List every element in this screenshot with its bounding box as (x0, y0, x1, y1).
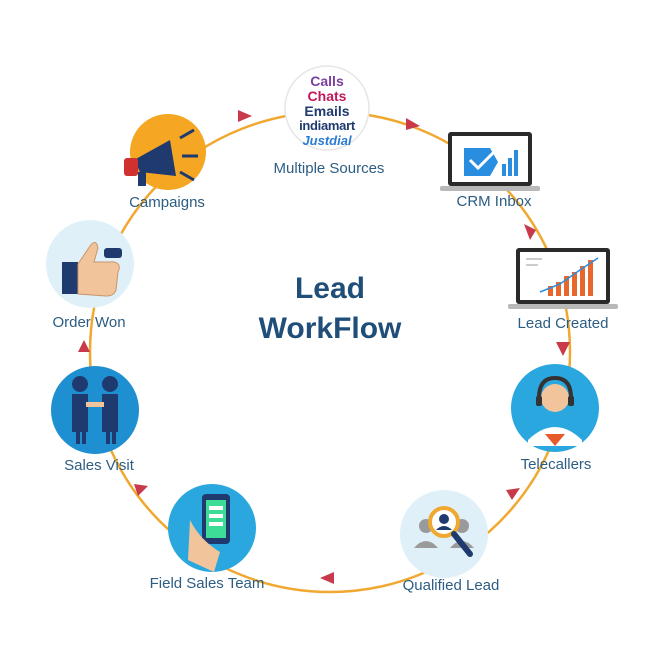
label-sales-visit: Sales Visit (64, 457, 134, 474)
inbox-laptop-icon (440, 132, 540, 191)
source-justdial: Justdial (302, 133, 352, 148)
diagram-title-line1: Lead (294, 272, 366, 305)
label-qualified-lead: Qualified Lead (402, 577, 500, 594)
handshake-icon (51, 366, 139, 454)
arrow-sources-to-crm (406, 118, 420, 130)
label-multiple-sources: Multiple Sources (273, 160, 385, 177)
label-telecallers: Telecallers (520, 456, 592, 473)
diagram-title-line2: WorkFlow (258, 312, 402, 345)
headset-agent-icon (511, 364, 599, 452)
sources-circle (284, 65, 370, 151)
arrow-lead-created-to-telecallers (556, 342, 570, 356)
source-calls: Calls (310, 73, 344, 89)
magnifier-person-icon (400, 490, 488, 578)
mobile-phone-icon (168, 484, 256, 572)
flow-arrows (78, 110, 570, 584)
label-campaigns: Campaigns (129, 194, 205, 211)
thumbs-up-icon (46, 220, 134, 308)
arrow-telecallers-to-qualified (506, 488, 520, 500)
label-order-won: Order Won (52, 314, 126, 331)
label-lead-created: Lead Created (517, 315, 609, 332)
arrow-crm-to-lead-created (524, 224, 536, 240)
source-chats: Chats (307, 88, 347, 104)
source-emails: Emails (304, 103, 350, 119)
source-indiamart: indiamart (299, 118, 355, 133)
arrow-campaigns-to-sources (238, 110, 252, 122)
arrow-sales-visit-to-order-won (78, 340, 90, 352)
arrow-qualified-to-field-sales (320, 572, 334, 584)
label-field-sales-team: Field Sales Team (149, 575, 265, 592)
label-crm-inbox: CRM Inbox (456, 193, 532, 210)
megaphone-icon (124, 114, 206, 190)
bar-chart-laptop-icon (508, 248, 618, 309)
arrow-field-sales-to-sales-visit (134, 484, 148, 496)
